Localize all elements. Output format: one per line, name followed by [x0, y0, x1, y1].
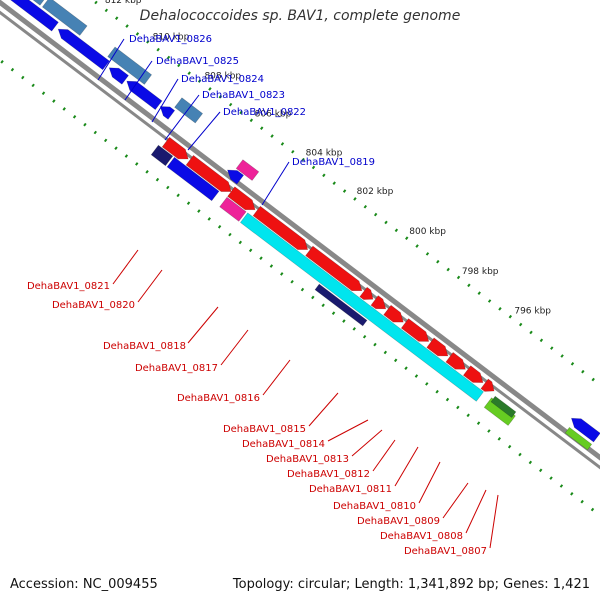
- reverse-label-3-leader: [164, 94, 200, 141]
- forward-label-9-leader: [394, 446, 419, 487]
- pink-gene-0819: [235, 159, 260, 181]
- green-gene-0806: [564, 426, 593, 451]
- reverse-gene-0819: [227, 169, 245, 185]
- ruler-label-8: 798 kbp: [462, 267, 499, 277]
- reverse-gene-0825: [57, 28, 110, 71]
- reverse-label-5-leader: [261, 161, 290, 206]
- reverse-label-4: DehaBAV1_0822: [223, 107, 306, 118]
- reverse-label-2-leader: [151, 78, 179, 123]
- reverse-label-2: DehaBAV1_0824: [181, 74, 264, 85]
- forward-label-5: DehaBAV1_0815: [223, 424, 306, 435]
- forward-label-6: DehaBAV1_0814: [242, 439, 325, 450]
- forward-label-0: DehaBAV1_0821: [27, 281, 110, 292]
- reverse-gene-0824: [108, 67, 129, 85]
- forward-label-9: DehaBAV1_0811: [309, 484, 392, 495]
- navy-gene-0816: [314, 283, 368, 327]
- forward-label-8-leader: [372, 439, 396, 472]
- forward-label-10: DehaBAV1_0810: [333, 501, 416, 512]
- genome-summary: Topology: circular; Length: 1,341,892 bp…: [232, 577, 590, 592]
- ruler-label-4: 806 kbp: [255, 110, 292, 120]
- reverse-gene-0822: [159, 106, 176, 120]
- forward-label-13-leader: [489, 494, 499, 549]
- ruler-label-1: 812 kbp: [105, 0, 142, 6]
- forward-label-3: DehaBAV1_0817: [135, 363, 218, 374]
- forward-label-12: DehaBAV1_0808: [380, 531, 463, 542]
- forward-gene-0820: [185, 154, 232, 192]
- map-title: Dehalococcoides sp. BAV1, complete genom…: [139, 8, 461, 24]
- ruler-label-3: 808 kbp: [204, 72, 241, 82]
- ruler-label-6: 802 kbp: [357, 187, 394, 197]
- forward-label-5-leader: [308, 392, 339, 427]
- forward-label-11: DehaBAV1_0809: [357, 516, 440, 527]
- forward-label-11-leader: [442, 482, 469, 519]
- forward-label-12-leader: [465, 489, 487, 534]
- forward-gene-0817: [252, 205, 309, 250]
- backbone-outer: [0, 0, 600, 461]
- forward-label-2: DehaBAV1_0818: [103, 341, 186, 352]
- forward-label-3-leader: [220, 329, 249, 366]
- backbone-inner: [0, 10, 600, 470]
- reverse-gene-0820: [166, 156, 220, 202]
- forward-label-7: DehaBAV1_0813: [266, 454, 349, 465]
- dark-green-gene-0807: [490, 395, 517, 418]
- ruler-label-2: 810 kbp: [153, 32, 190, 42]
- forward-label-10-leader: [418, 461, 441, 504]
- steel-gene-0825: [41, 0, 88, 36]
- forward-gene-0810: [445, 351, 466, 370]
- forward-gene-0811: [426, 337, 449, 357]
- forward-gene-0809: [462, 365, 484, 383]
- forward-gene-0815: [359, 286, 374, 300]
- reverse-label-4-leader: [187, 111, 221, 151]
- ruler-label-9: 796 kbp: [514, 307, 551, 317]
- forward-gene-0821: [161, 136, 189, 160]
- steel-gene-0826: [32, 0, 45, 6]
- ruler-label-5: 804 kbp: [306, 148, 343, 158]
- navy-gene-0821: [150, 144, 174, 167]
- forward-label-1-leader: [137, 269, 163, 303]
- forward-label-2-leader: [187, 306, 219, 344]
- pink-gene-0818: [219, 196, 247, 222]
- reverse-gene-0806: [570, 417, 600, 443]
- reverse-label-0-leader: [97, 38, 125, 81]
- forward-label-4-leader: [262, 359, 291, 396]
- forward-label-6-leader: [327, 419, 369, 442]
- forward-label-7-leader: [351, 429, 383, 457]
- forward-label-13: DehaBAV1_0807: [404, 546, 487, 557]
- ruler-label-7: 800 kbp: [409, 227, 446, 237]
- forward-gene-0812: [400, 318, 430, 342]
- forward-label-0-leader: [112, 249, 139, 285]
- forward-label-1: DehaBAV1_0820: [52, 300, 135, 311]
- reverse-gene-0826: [10, 0, 59, 32]
- forward-gene-0814: [370, 295, 387, 310]
- cyan-gene-0817: [239, 212, 484, 402]
- forward-gene-0816: [305, 245, 363, 292]
- reverse-label-1: DehaBAV1_0825: [156, 56, 239, 67]
- reverse-label-1-leader: [124, 60, 153, 101]
- reverse-gene-0823: [126, 80, 163, 111]
- forward-gene-0818: [227, 186, 256, 211]
- forward-gene-0808: [480, 378, 495, 392]
- steel-gene-0822: [174, 97, 204, 124]
- reverse-label-3: DehaBAV1_0823: [202, 90, 285, 101]
- forward-label-8: DehaBAV1_0812: [287, 469, 370, 480]
- forward-label-4: DehaBAV1_0816: [177, 393, 260, 404]
- accession-text: Accession: NC_009455: [10, 577, 158, 592]
- forward-gene-0813: [383, 304, 404, 323]
- reverse-label-5: DehaBAV1_0819: [292, 157, 375, 168]
- reverse-label-0: DehaBAV1_0826: [129, 34, 212, 45]
